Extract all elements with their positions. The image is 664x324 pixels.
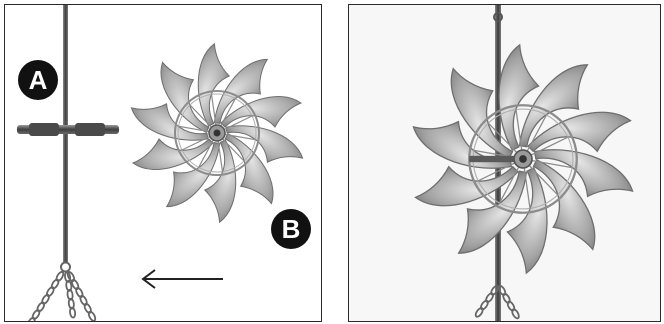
right-panel [348,4,661,322]
garden-stake-icon [17,5,119,272]
badge-b: B [271,209,311,249]
hanging-chain-icon [26,271,96,322]
spinner-blade [415,167,517,206]
spinner-blade [133,139,213,170]
right-illustration [349,5,661,322]
wind-spinner-icon [128,42,307,224]
left-arrow-icon [143,270,223,288]
spinner-blade [221,96,301,127]
left-illustration [5,5,322,322]
assembled-wind-spinner-icon [409,42,638,275]
left-panel: A B [4,4,322,322]
spinner-blade [528,112,630,151]
badge-a: A [18,60,58,100]
